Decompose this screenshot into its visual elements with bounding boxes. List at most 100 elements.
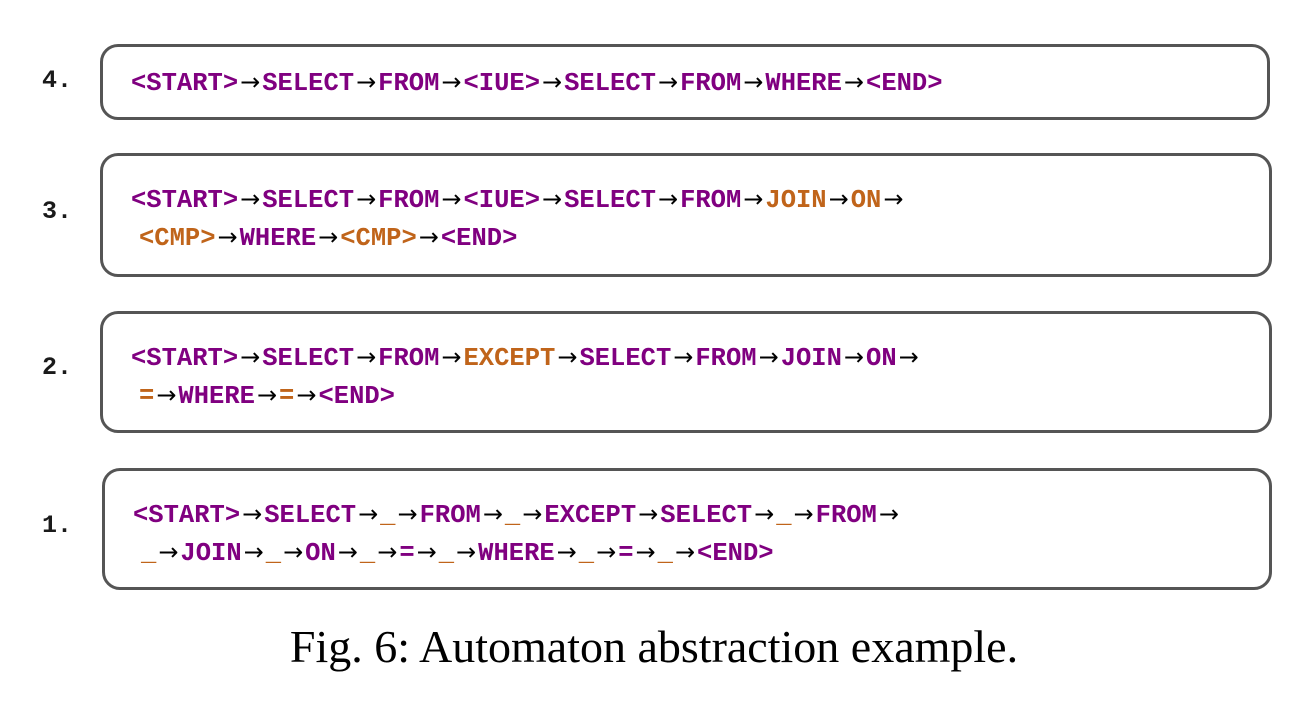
arrow-icon: → [358, 500, 379, 528]
arrow-icon: → [674, 538, 696, 566]
automaton-token: JOIN [765, 186, 827, 215]
automaton-box: <START>→SELECT→FROM→<IUE>→SELECT→FROM→JO… [100, 153, 1272, 277]
automaton-token: <START> [133, 501, 241, 530]
automaton-token: _ [657, 539, 673, 568]
arrow-icon: → [522, 500, 543, 528]
arrow-icon: → [542, 185, 563, 213]
automaton-token: <END> [440, 224, 518, 253]
arrow-icon: → [242, 500, 263, 528]
automaton-token: <START> [131, 69, 239, 98]
arrow-icon: → [673, 343, 694, 371]
automaton-token: FROM [378, 344, 440, 373]
automaton-token: ON [850, 186, 882, 215]
automaton-token: WHERE [478, 539, 555, 568]
automaton-token: = [139, 382, 155, 411]
automaton-box: <START>→SELECT→FROM→EXCEPT→SELECT→FROM→J… [100, 311, 1272, 433]
arrow-icon: → [456, 538, 477, 566]
automaton-token: = [399, 539, 415, 568]
automaton-token: _ [438, 539, 455, 568]
arrow-icon: → [158, 538, 179, 566]
arrow-icon: → [240, 343, 261, 371]
arrow-icon: → [416, 538, 437, 566]
automaton-token: <END> [318, 382, 395, 411]
row-number: 2. [42, 353, 73, 382]
automaton-token: _ [141, 539, 157, 568]
automaton-token: EXCEPT [544, 501, 637, 530]
arrow-icon: → [397, 500, 418, 528]
automaton-token: FROM [378, 69, 440, 98]
automaton-token: ON [305, 539, 336, 568]
automaton-token: _ [380, 501, 396, 530]
automaton-token: WHERE [239, 224, 317, 253]
arrow-icon: → [556, 538, 577, 566]
token-line: _→JOIN→_→ON→_→=→_→WHERE→_→=→_→<END> [133, 533, 1269, 571]
automaton-token: SELECT [660, 501, 753, 530]
automaton-token: SELECT [564, 186, 656, 215]
automaton-token: WHERE [178, 382, 255, 411]
arrow-icon: → [441, 343, 462, 371]
arrow-icon: → [337, 538, 358, 566]
arrow-icon: → [883, 185, 904, 213]
arrow-icon: → [657, 68, 679, 96]
automaton-token: <END> [866, 69, 943, 98]
automaton-token: JOIN [180, 539, 242, 568]
automaton-token: <START> [131, 344, 239, 373]
token-line: =→WHERE→=→<END> [131, 376, 1269, 414]
automaton-token: SELECT [262, 69, 355, 98]
automaton-token: FROM [680, 186, 742, 215]
arrow-icon: → [898, 343, 919, 371]
arrow-icon: → [418, 223, 439, 251]
token-line: <CMP>→WHERE→<CMP>→<END> [131, 218, 1269, 256]
automaton-token: SELECT [579, 344, 672, 373]
automaton-token: SELECT [262, 186, 355, 215]
arrow-icon: → [243, 538, 264, 566]
automaton-token: _ [265, 539, 282, 568]
arrow-icon: → [828, 185, 849, 213]
automaton-token: ON [866, 344, 897, 373]
automaton-token: <IUE> [463, 69, 541, 98]
arrow-icon: → [843, 343, 865, 371]
automaton-token: = [279, 382, 295, 411]
automaton-token: <IUE> [463, 186, 541, 215]
automaton-token: _ [504, 501, 521, 530]
arrow-icon: → [441, 185, 462, 213]
automaton-token: FROM [680, 69, 742, 98]
automaton-token: <CMP> [340, 224, 417, 253]
arrow-icon: → [356, 185, 377, 213]
arrow-icon: → [754, 500, 775, 528]
automaton-token: _ [578, 539, 595, 568]
automaton-token: JOIN [780, 344, 842, 373]
arrow-icon: → [843, 68, 865, 96]
arrow-icon: → [657, 185, 679, 213]
arrow-icon: → [356, 68, 377, 96]
arrow-icon: → [878, 500, 899, 528]
arrow-icon: → [240, 68, 261, 96]
automaton-token: _ [359, 539, 376, 568]
arrow-icon: → [296, 381, 317, 409]
automaton-token: WHERE [765, 69, 842, 98]
token-line: <START>→SELECT→FROM→EXCEPT→SELECT→FROM→J… [131, 338, 1269, 376]
row-number: 3. [42, 197, 73, 226]
arrow-icon: → [217, 223, 238, 251]
automaton-token: = [618, 539, 634, 568]
arrow-icon: → [743, 185, 764, 213]
figure-caption: Fig. 6: Automaton abstraction example. [289, 621, 1019, 672]
arrow-icon: → [482, 500, 503, 528]
token-line: <START>→SELECT→_→FROM→_→EXCEPT→SELECT→_→… [133, 495, 1269, 533]
automaton-token: <END> [697, 539, 774, 568]
automaton-token: FROM [419, 501, 481, 530]
automaton-token: SELECT [264, 501, 357, 530]
automaton-token: FROM [815, 501, 877, 530]
arrow-icon: → [441, 68, 462, 96]
row-number: 4. [42, 66, 73, 95]
automaton-token: _ [776, 501, 792, 530]
automaton-token: EXCEPT [463, 344, 556, 373]
arrow-icon: → [743, 68, 764, 96]
arrow-icon: → [542, 68, 563, 96]
arrow-icon: → [377, 538, 398, 566]
automaton-token: FROM [695, 344, 757, 373]
arrow-icon: → [635, 538, 656, 566]
arrow-icon: → [240, 185, 261, 213]
automaton-token: SELECT [262, 344, 355, 373]
arrow-icon: → [596, 538, 617, 566]
